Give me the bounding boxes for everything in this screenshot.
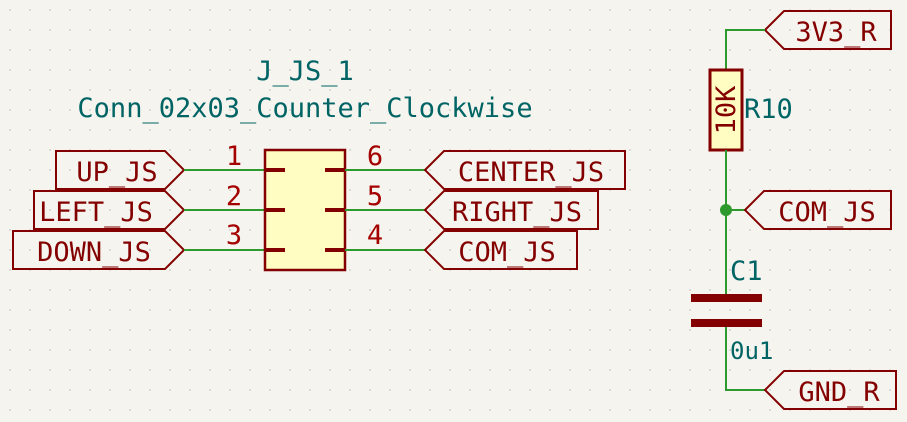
pin-number-5: 5 <box>367 181 383 212</box>
label-3v3-r-outline <box>763 10 892 50</box>
pin-number-3: 3 <box>226 220 242 251</box>
label-3v3-r[interactable]: 3V3_R <box>763 10 892 50</box>
label-com-js-node[interactable]: COM_JS <box>743 190 892 230</box>
pin-number-1: 1 <box>226 141 242 172</box>
label-com-js-connector-text: COM_JS <box>458 237 556 268</box>
label-gnd-r-text: GND_R <box>798 377 880 408</box>
capacitor-c1[interactable] <box>691 294 762 327</box>
label-down-js[interactable]: DOWN_JS <box>12 230 186 270</box>
pin1-stub <box>265 168 285 172</box>
label-up-js[interactable]: UP_JS <box>55 150 186 190</box>
pin-number-6: 6 <box>367 141 383 172</box>
pin6-stub <box>325 168 345 172</box>
connector-reference[interactable]: J_JS_1 <box>256 56 354 87</box>
label-up-js-outline <box>55 150 186 190</box>
label-gnd-r[interactable]: GND_R <box>763 370 897 410</box>
pin-number-4: 4 <box>367 220 383 251</box>
label-com-js-node-text: COM_JS <box>778 197 876 228</box>
label-right-js-outline <box>423 190 599 230</box>
resistor-r10[interactable]: 10K <box>708 68 744 152</box>
label-right-js-text: RIGHT_JS <box>452 197 582 228</box>
label-center-js-outline <box>423 150 626 190</box>
label-right-js[interactable]: RIGHT_JS <box>423 190 599 230</box>
connector-value[interactable]: Conn_02x03_Counter_Clockwise <box>77 93 532 124</box>
pin-number-2: 2 <box>226 181 242 212</box>
resistor-r10-reference: R10 <box>744 94 793 125</box>
capacitor-c1-reference: C1 <box>730 256 763 287</box>
pin4-stub <box>325 248 345 252</box>
label-com-js-connector[interactable]: COM_JS <box>423 230 578 270</box>
capacitor-c1-value: 0u1 <box>730 337 773 365</box>
resistor-r10-value: 10K <box>711 85 742 135</box>
wire-c1-to-gnd[interactable] <box>725 327 765 391</box>
label-3v3-r-text: 3V3_R <box>795 17 877 48</box>
label-center-js[interactable]: CENTER_JS <box>423 150 626 190</box>
label-up-js-text: UP_JS <box>76 157 157 188</box>
label-left-js-outline <box>33 190 186 230</box>
label-left-js[interactable]: LEFT_JS <box>33 190 186 230</box>
label-gnd-r-outline <box>763 370 897 410</box>
connector-body[interactable] <box>263 148 347 272</box>
label-center-js-text: CENTER_JS <box>458 157 604 188</box>
pin2-stub <box>265 208 285 212</box>
pin5-stub <box>325 208 345 212</box>
label-down-js-text: DOWN_JS <box>37 237 151 268</box>
label-com-js-connector-outline <box>423 230 578 270</box>
pin3-stub <box>265 248 285 252</box>
label-left-js-text: LEFT_JS <box>39 197 153 228</box>
wire-3v3-to-r10[interactable] <box>725 29 765 70</box>
label-com-js-node-outline <box>743 190 892 230</box>
label-down-js-outline <box>12 230 186 270</box>
